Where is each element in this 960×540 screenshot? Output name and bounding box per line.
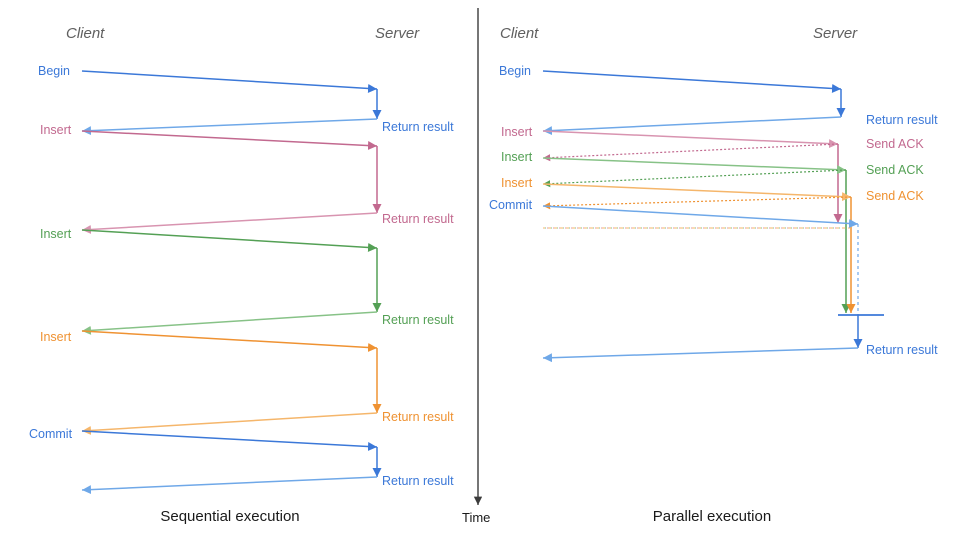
request-arrow-insert-1	[542, 130, 839, 149]
response-label-commit: Return result	[382, 474, 454, 488]
response-arrow-commit	[81, 476, 378, 495]
ack-arrow-insert-1	[542, 143, 839, 162]
client-action-label-insert-3: Insert	[40, 330, 72, 344]
request-arrow-insert-2	[81, 229, 378, 252]
response-arrow-begin	[81, 118, 378, 136]
panel-caption-parallel: Parallel execution	[653, 508, 771, 525]
time-axis-label: Time	[462, 510, 490, 525]
request-arrow-begin	[81, 70, 378, 93]
client-action-label-insert-3: Insert	[501, 176, 533, 190]
ack-label-insert-3: Send ACK	[866, 189, 924, 203]
response-label-begin: Return result	[382, 120, 454, 134]
client-action-label-insert-1: Insert	[501, 125, 533, 139]
client-action-label-begin: Begin	[499, 64, 531, 78]
request-arrow-begin	[542, 70, 842, 93]
ack-arrow-insert-2	[542, 169, 847, 188]
panel-caption-sequential: Sequential execution	[160, 508, 299, 525]
response-arrow-insert-2	[81, 311, 378, 335]
client-action-label-insert-2: Insert	[501, 150, 533, 164]
request-arrow-insert-1	[81, 130, 378, 151]
lane-header-server: Server	[813, 25, 858, 42]
client-action-label-begin: Begin	[38, 64, 70, 78]
response-label-commit: Return result	[866, 343, 938, 357]
ack-arrow-insert-3	[542, 196, 852, 210]
client-action-label-insert-2: Insert	[40, 227, 72, 241]
response-label-insert-3: Return result	[382, 410, 454, 424]
ack-label-insert-1: Send ACK	[866, 137, 924, 151]
client-action-label-insert-1: Insert	[40, 123, 72, 137]
ack-label-insert-2: Send ACK	[866, 163, 924, 177]
request-arrow-insert-2	[542, 157, 847, 175]
lane-header-client: Client	[66, 25, 105, 42]
response-label-begin: Return result	[866, 113, 938, 127]
response-arrow-insert-1	[81, 212, 378, 234]
panel-captions: Sequential execution Parallel execution	[160, 508, 771, 525]
client-action-label-commit: Commit	[29, 427, 73, 441]
request-arrow-insert-3	[81, 330, 378, 352]
response-arrow-begin	[542, 116, 842, 136]
lane-header-server: Server	[375, 25, 420, 42]
request-arrow-insert-3	[542, 183, 852, 202]
request-arrow-commit	[81, 430, 378, 452]
time-axis: Time	[462, 8, 490, 525]
lane-header-client: Client	[500, 25, 539, 42]
response-label-insert-1: Return result	[382, 212, 454, 226]
response-arrow-insert-3	[81, 412, 378, 435]
request-arrow-commit	[542, 205, 859, 228]
response-arrow-commit	[542, 347, 859, 363]
response-label-insert-2: Return result	[382, 313, 454, 327]
client-action-label-commit: Commit	[489, 198, 533, 212]
